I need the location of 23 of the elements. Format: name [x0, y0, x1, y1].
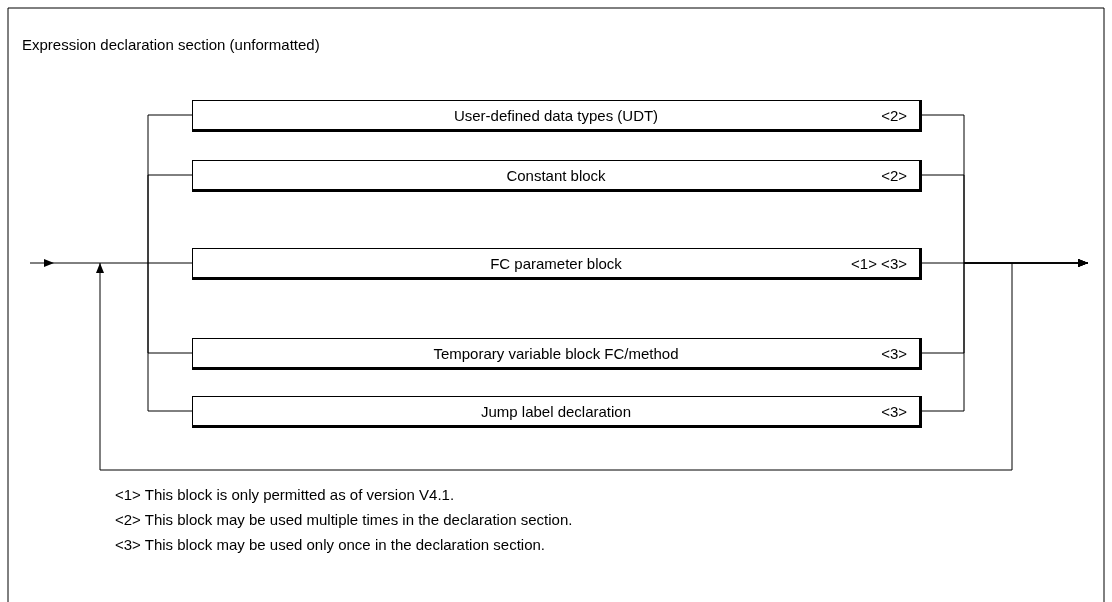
- footnote-mark: <1> <3>: [851, 254, 907, 272]
- diagram-title: Expression declaration section (unformatted): [22, 36, 320, 53]
- block-name: User-defined data types (UDT): [453, 106, 659, 124]
- connector-line: [147, 174, 193, 264]
- block-name: Constant block: [506, 166, 606, 184]
- footnote-mark: <2>: [881, 106, 907, 124]
- block-name: Temporary variable block FC/method: [433, 344, 679, 362]
- connector-line: [147, 262, 193, 264]
- syntax-box: [192, 338, 922, 370]
- footnote-mark: <2>: [881, 166, 907, 184]
- syntax-box: [192, 248, 922, 280]
- connector-line: [921, 259, 1089, 412]
- footnote-text: <2> This block may be used multiple times in the declaration section.: [115, 511, 573, 528]
- footnote-mark: <3>: [881, 402, 907, 420]
- block-name: Jump label declaration: [480, 402, 632, 420]
- syntax-box: [192, 100, 922, 132]
- connector-line: [147, 262, 193, 412]
- footnote-mark: <3>: [881, 344, 907, 362]
- syntax-box: [192, 160, 922, 192]
- block-name: FC parameter block: [490, 254, 622, 272]
- footnote-text: <3> This block may be used only once in the declaration section.: [115, 536, 545, 553]
- footnote-text: <1> This block is only permitted as of version V4.1.: [115, 486, 455, 503]
- syntax-box: [192, 396, 922, 428]
